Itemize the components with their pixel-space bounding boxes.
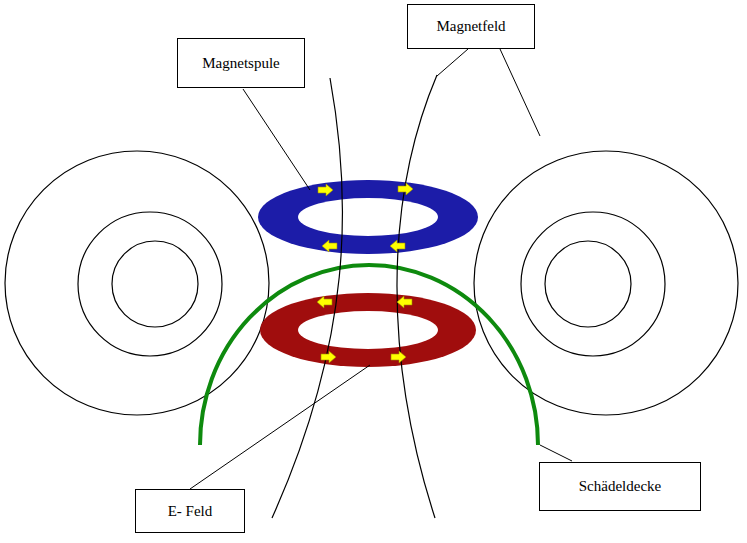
arrow-right (318, 184, 333, 196)
arrow-left (322, 240, 337, 252)
efield-ring-outer (260, 293, 476, 367)
leader-line (243, 89, 310, 190)
arrow-left (317, 296, 332, 308)
callout-label: Schädeldecke (579, 477, 661, 495)
field-line (272, 78, 343, 518)
coil-ring-outer (258, 180, 478, 254)
leader-line (437, 49, 468, 76)
coil-ring (258, 180, 478, 254)
callout-box: Magnetspule (177, 38, 305, 88)
callout-box: Magnetfeld (407, 4, 535, 49)
callout-box: E- Feld (135, 489, 245, 533)
callout-label: E- Feld (168, 502, 213, 520)
field-lines (272, 75, 437, 518)
efield-ring-hole (298, 311, 438, 349)
efield-ring (260, 293, 476, 367)
outer-circle (474, 151, 738, 415)
inner-circle (112, 241, 198, 327)
head-circles (5, 151, 738, 415)
skull-arc (200, 265, 538, 445)
inner-circle (545, 241, 631, 327)
leader-line (540, 445, 572, 461)
callout-box: Schädeldecke (539, 462, 701, 511)
callout-label: Magnetfeld (436, 17, 505, 35)
arrow-right (398, 183, 413, 195)
arrow-right (391, 351, 406, 363)
middle-circle (78, 212, 222, 356)
leader-line (190, 365, 370, 489)
arrow-right (321, 351, 336, 363)
current-arrows (317, 183, 413, 363)
outer-circle (5, 151, 269, 415)
leader-line (500, 49, 540, 136)
callout-label: Magnetspule (202, 54, 279, 72)
middle-circle (521, 212, 665, 356)
field-line (397, 75, 437, 518)
arrow-left (390, 240, 405, 252)
arrow-left (397, 296, 412, 308)
leader-lines (190, 49, 572, 489)
coil-ring-hole (298, 198, 438, 236)
